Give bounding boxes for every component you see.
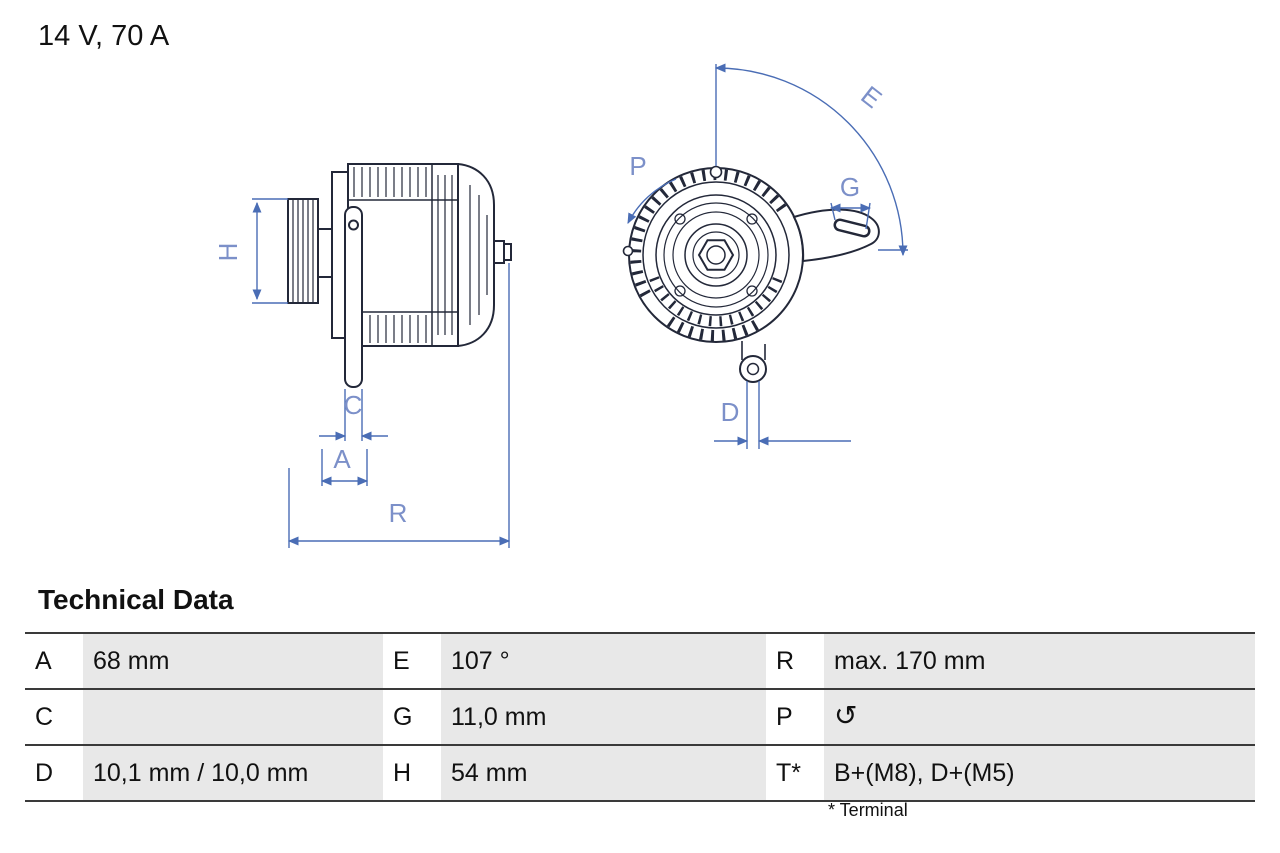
cell-value-D: 10,1 mm / 10,0 mm: [83, 745, 383, 801]
cell-key-G: G: [383, 689, 441, 745]
front-view-dimensions: [627, 63, 908, 449]
cell-value-T: B+(M8), D+(M5): [824, 745, 1255, 801]
cell-key-P: P: [766, 689, 824, 745]
cell-key-D: D: [25, 745, 83, 801]
terminal-footnote: * Terminal: [828, 800, 908, 820]
table-row: D 10,1 mm / 10,0 mm H 54 mm T* B+(M8), D…: [25, 745, 1255, 801]
cell-key-E: E: [383, 633, 441, 689]
cell-value-H: 54 mm: [441, 745, 766, 801]
cell-key-R: R: [766, 633, 824, 689]
dimension-label-R: R: [389, 498, 408, 528]
alternator-technical-drawing: H C A R: [213, 63, 908, 548]
dimension-label-G: G: [840, 172, 860, 202]
table-row: C G 11,0 mm P ↺: [25, 689, 1255, 745]
dimension-label-A: A: [333, 444, 351, 474]
cell-value-P: ↺: [824, 689, 1255, 745]
voltage-current-rating: 14 V, 70 A: [38, 20, 170, 52]
side-view-dimensions: [252, 198, 511, 548]
cell-key-T: T*: [766, 745, 824, 801]
cell-value-R: max. 170 mm: [824, 633, 1255, 689]
cell-value-A: 68 mm: [83, 633, 383, 689]
dimension-label-H: H: [213, 243, 243, 262]
dimension-label-P: P: [629, 151, 646, 181]
cell-value-G: 11,0 mm: [441, 689, 766, 745]
cell-key-H: H: [383, 745, 441, 801]
cell-value-E: 107 °: [441, 633, 766, 689]
alternator-side-view: [287, 163, 512, 388]
technical-data-table: A 68 mm E 107 ° R max. 170 mm C G 11,0 m…: [25, 632, 1255, 802]
dimension-label-E: E: [855, 80, 887, 114]
dimension-label-C: C: [344, 390, 363, 420]
rotation-counterclockwise-icon: ↺: [834, 699, 858, 732]
dimension-label-D: D: [721, 397, 740, 427]
table-row: A 68 mm E 107 ° R max. 170 mm: [25, 633, 1255, 689]
cell-key-C: C: [25, 689, 83, 745]
cell-key-A: A: [25, 633, 83, 689]
cell-value-C: [83, 689, 383, 745]
technical-data-title: Technical Data: [38, 584, 234, 615]
